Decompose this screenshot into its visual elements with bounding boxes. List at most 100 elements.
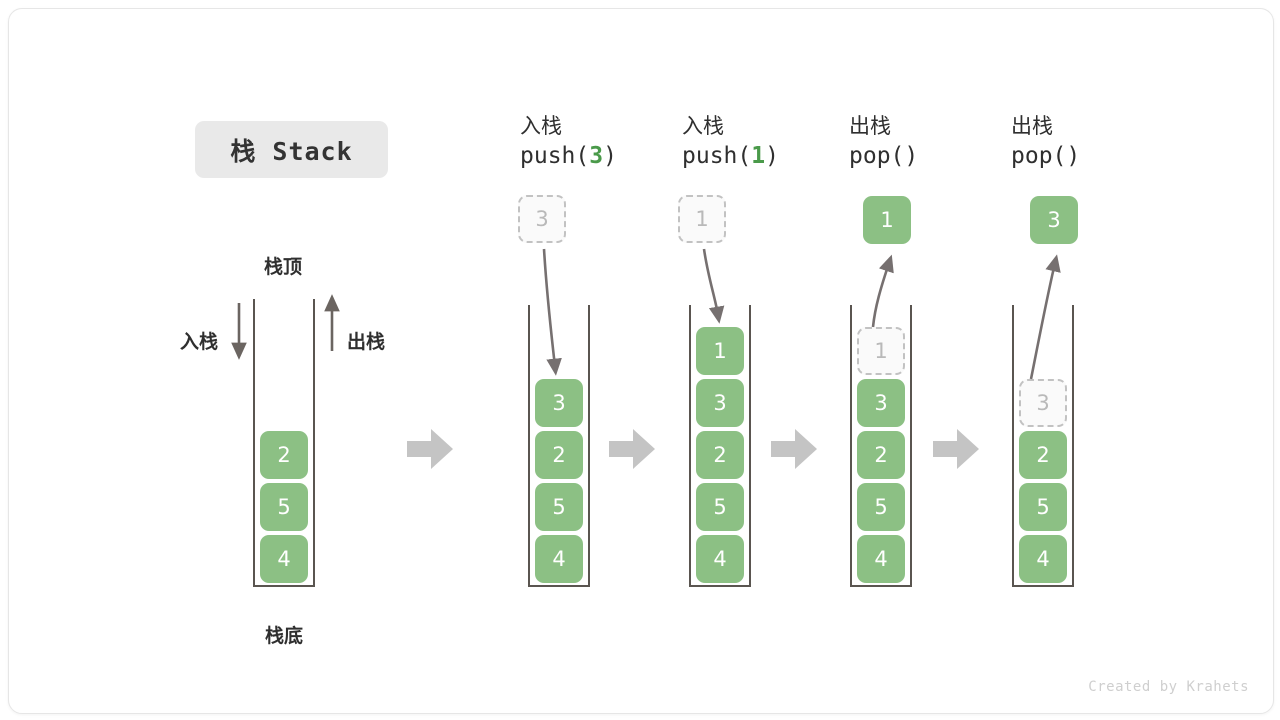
stack-wall-left (1012, 305, 1014, 587)
fn-arg: 1 (751, 142, 766, 169)
cell-value: 1 (874, 339, 888, 363)
cell-value: 2 (552, 443, 566, 467)
cell-value: 4 (713, 547, 727, 571)
stack-wall-right (749, 305, 751, 587)
stack-cell: 3 (535, 379, 583, 427)
cell-value: 1 (880, 208, 894, 232)
stack-column-push-1: 1 3 2 5 4 (689, 305, 751, 587)
cell-value: 5 (713, 495, 727, 519)
stage-header-fn: push(1) (682, 141, 862, 173)
floating-cell-push-1: 1 (678, 195, 726, 243)
cell-value: 1 (713, 339, 727, 363)
cell-value: 4 (277, 547, 291, 571)
stage-header-pop-1: 出栈 pop() (849, 112, 1029, 173)
stage-separator-arrow (771, 429, 817, 469)
cell-value: 1 (695, 207, 709, 231)
cell-value: 2 (277, 443, 291, 467)
cell-value: 2 (874, 443, 888, 467)
stack-wall-left (850, 305, 852, 587)
stack-wall-right (588, 305, 590, 587)
cell-value: 4 (552, 547, 566, 571)
stack-cell: 3 (696, 379, 744, 427)
cell-value: 5 (874, 495, 888, 519)
stack-wall-left (689, 305, 691, 587)
watermark-text: Created by Krahets (1088, 679, 1249, 695)
fn-post: ) (904, 142, 919, 169)
cell-value: 4 (1036, 547, 1050, 571)
fn-pre: pop( (849, 142, 905, 169)
stack-bottom-label: 栈底 (265, 625, 304, 647)
pop-direction-label: 出栈 (347, 331, 386, 353)
stack-floor (253, 585, 315, 587)
stack-cell: 4 (260, 535, 308, 583)
floating-cell-pop-1: 1 (863, 196, 911, 244)
cell-value: 3 (552, 391, 566, 415)
push-direction-label: 入栈 (180, 331, 219, 353)
cell-value: 5 (1036, 495, 1050, 519)
stage-header-fn: pop() (849, 141, 1029, 173)
stack-cell: 5 (1019, 483, 1067, 531)
fn-post: ) (603, 142, 617, 169)
fn-arg: 3 (589, 142, 604, 169)
stage-header-cn: 入栈 (520, 114, 562, 138)
stack-column-pop-1: 1 3 2 5 4 (850, 305, 912, 587)
stage-header-push-3: 入栈 push(3) (520, 112, 700, 173)
fn-post: ) (765, 142, 779, 169)
diagram-card: 栈 Stack 栈顶 栈底 入栈 出栈 入栈 push(3) 入栈 push(1… (8, 8, 1274, 714)
stack-wall-right (1072, 305, 1074, 587)
stack-top-label: 栈顶 (264, 256, 303, 278)
stack-wall-left (528, 305, 530, 587)
cell-value: 5 (552, 495, 566, 519)
stack-title-chip: 栈 Stack (195, 121, 388, 178)
stack-wall-left (253, 299, 255, 587)
stack-title-text: 栈 Stack (230, 136, 353, 166)
stack-floor (850, 585, 912, 587)
cell-value: 3 (1036, 391, 1050, 415)
stack-column-push-3: 3 2 5 4 (528, 305, 590, 587)
stack-cell: 5 (696, 483, 744, 531)
cell-value: 3 (713, 391, 727, 415)
stage-separator-arrow (609, 429, 655, 469)
stage-separator-arrow (407, 429, 453, 469)
stack-cell: 2 (857, 431, 905, 479)
stack-cell: 4 (857, 535, 905, 583)
stack-floor (1012, 585, 1074, 587)
stack-cell: 2 (260, 431, 308, 479)
stack-cell: 2 (696, 431, 744, 479)
stack-cell: 1 (857, 327, 905, 375)
stage-header-cn: 出栈 (1011, 114, 1053, 138)
stack-cell: 1 (696, 327, 744, 375)
stack-cell: 5 (260, 483, 308, 531)
fn-post: ) (1066, 142, 1081, 169)
floating-cell-push-3: 3 (518, 195, 566, 243)
stack-floor (528, 585, 590, 587)
cell-value: 3 (874, 391, 888, 415)
stack-floor (689, 585, 751, 587)
stack-cell: 5 (535, 483, 583, 531)
fn-pre: push( (682, 142, 752, 169)
stage-header-cn: 出栈 (849, 114, 891, 138)
stack-cell: 3 (857, 379, 905, 427)
stage-header-push-1: 入栈 push(1) (682, 112, 862, 173)
stack-cell: 4 (696, 535, 744, 583)
stack-column-pop-2: 3 2 5 4 (1012, 305, 1074, 587)
cell-value: 4 (874, 547, 888, 571)
cell-value: 5 (277, 495, 291, 519)
stack-cell: 5 (857, 483, 905, 531)
stage-header-fn: pop() (1011, 141, 1191, 173)
cell-value: 3 (535, 207, 549, 231)
stack-cell: 2 (535, 431, 583, 479)
stack-wall-right (910, 305, 912, 587)
stack-cell: 4 (1019, 535, 1067, 583)
stack-wall-right (313, 299, 315, 587)
fn-pre: pop( (1011, 142, 1067, 169)
floating-cell-pop-2: 3 (1030, 196, 1078, 244)
stage-separator-arrow (933, 429, 979, 469)
cell-value: 2 (1036, 443, 1050, 467)
stage-header-fn: push(3) (520, 141, 700, 173)
cell-value: 3 (1047, 208, 1061, 232)
stage-header-pop-2: 出栈 pop() (1011, 112, 1191, 173)
stack-cell: 3 (1019, 379, 1067, 427)
stack-column-initial: 2 5 4 (253, 299, 315, 587)
stack-cell: 4 (535, 535, 583, 583)
